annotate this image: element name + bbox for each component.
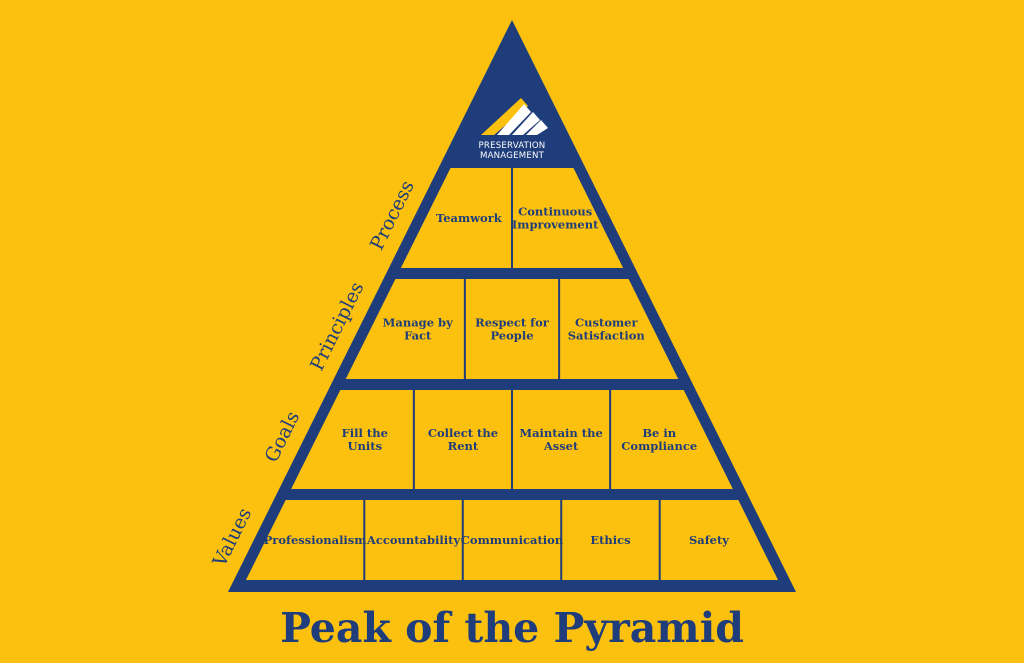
cell-label: Communication — [461, 533, 564, 547]
cell-label: People — [490, 329, 533, 343]
cell-label: Teamwork — [436, 211, 503, 225]
cell-label: Ethics — [590, 533, 630, 547]
cell-label: Safety — [689, 533, 729, 547]
cell-label: Satisfaction — [568, 329, 646, 343]
cell-label: Fill the — [342, 426, 388, 440]
cell-label: Manage by — [383, 316, 453, 330]
cell-label: Fact — [404, 329, 432, 343]
svg-text:MANAGEMENT: MANAGEMENT — [480, 151, 545, 161]
cell-label: Improvement — [512, 218, 599, 232]
cell-label: Respect for — [475, 316, 550, 330]
cell-label: Compliance — [621, 439, 697, 453]
cell-label: Customer — [575, 316, 638, 330]
cell-label: Collect the — [428, 426, 498, 440]
cell-label: Accountability — [366, 533, 461, 547]
page-title: Peak of the Pyramid — [280, 604, 744, 652]
cell-label: Rent — [448, 439, 479, 453]
cell-label: Professionalism — [264, 533, 367, 547]
svg-text:PRESERVATION: PRESERVATION — [479, 141, 546, 151]
cell-label: Asset — [543, 439, 579, 453]
tier-principles — [345, 279, 679, 379]
cell-label: Maintain the — [519, 426, 602, 440]
cell-label: Continuous — [518, 205, 592, 219]
cell-label: Be in — [642, 426, 676, 440]
cell-label: Units — [348, 439, 383, 453]
tier-values — [245, 500, 779, 580]
